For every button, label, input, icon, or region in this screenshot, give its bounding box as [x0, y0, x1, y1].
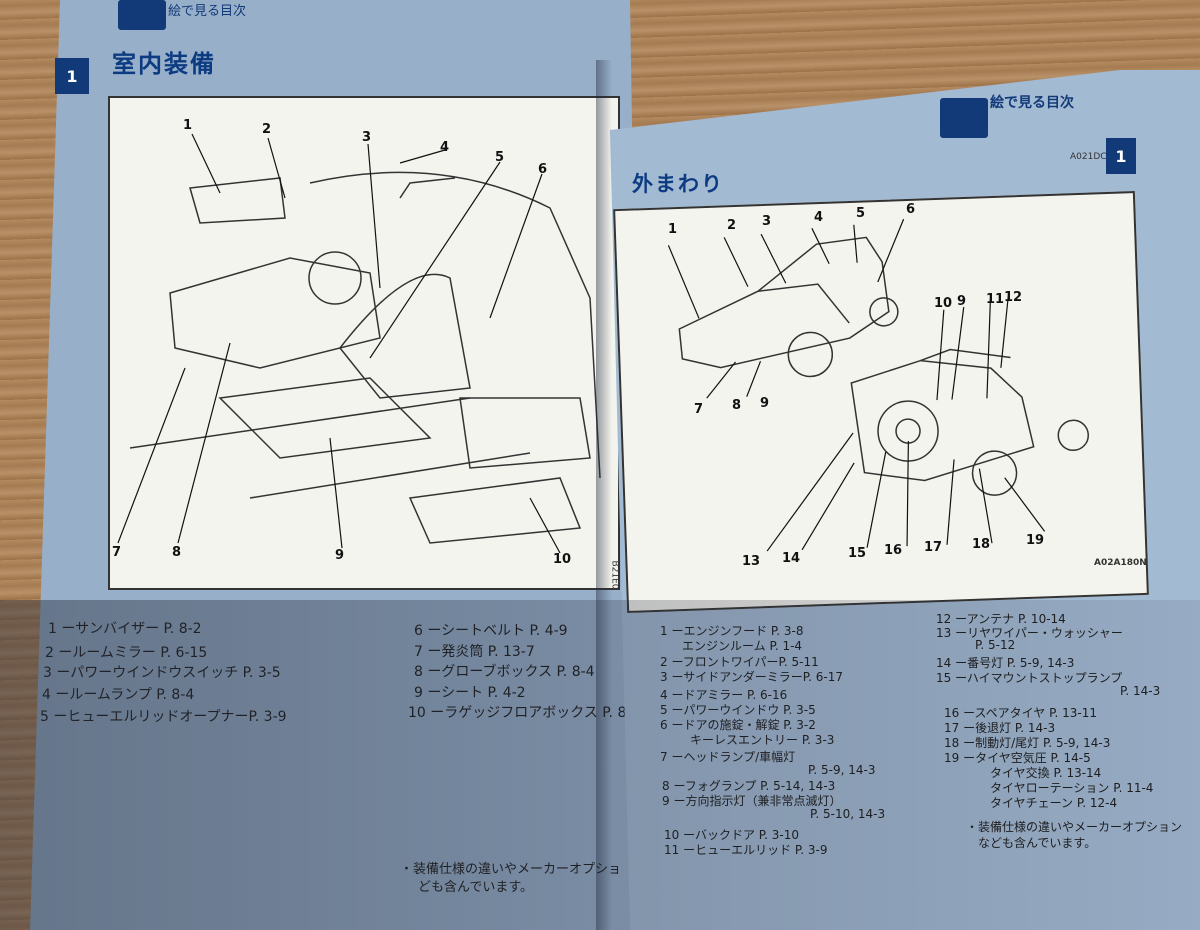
exterior-callout: 3 — [762, 214, 772, 229]
exterior-legend-item: タイヤローテーション P. 11-4 — [990, 781, 1154, 795]
interior-legend-item: 3 ーパワーウインドウスイッチ P. 3-5 — [43, 665, 281, 681]
exterior-legend-item: 8 ーフォグランプ P. 5-14, 14-3 — [662, 779, 836, 793]
exterior-callout: 12 — [1004, 290, 1023, 305]
interior-callout: 8 — [172, 545, 182, 560]
exterior-legend-item: 13 ーリヤワイパー・ウォッシャー — [936, 626, 1123, 640]
exterior-legend-item: タイヤ交換 P. 13-14 — [990, 766, 1102, 780]
book-binding-shadow — [596, 60, 612, 930]
exterior-legend-item: 9 ー方向指示灯（兼非常点滅灯） — [662, 794, 842, 808]
exterior-callout: 15 — [848, 546, 867, 561]
right-header-label: 絵で見る目次 — [990, 95, 1074, 111]
interior-illustration — [117, 133, 601, 554]
exterior-legend-item: 19 ータイヤ空気圧 P. 14-5 — [944, 751, 1091, 765]
interior-legend-item: 9 ーシート P. 4-2 — [414, 685, 526, 701]
exterior-legend-item: 17 ー後退灯 P. 14-3 — [944, 721, 1056, 735]
interior-diagram — [108, 96, 620, 590]
book-icon — [118, 0, 166, 30]
exterior-legend-item: 5 ーパワーウインドウ P. 3-5 — [660, 703, 816, 717]
exterior-legend-item: P. 14-3 — [1120, 684, 1161, 698]
interior-legend-item: 10 ーラゲッジフロアボックス P. 8-5 — [408, 705, 641, 721]
exterior-callout: 11 — [986, 292, 1005, 307]
exterior-legend-item: 7 ーヘッドランプ/車幅灯 — [660, 750, 796, 764]
exterior-callout: 13 — [742, 554, 761, 569]
interior-legend-item: 4 ールームランプ P. 8-4 — [42, 687, 195, 703]
exterior-callout: 17 — [924, 540, 943, 555]
exterior-legend-item: タイヤチェーン P. 12-4 — [990, 796, 1118, 810]
left-page-title: 室内装備 — [112, 50, 216, 78]
exterior-legend-item: 6 ードアの施錠・解錠 P. 3-2 — [660, 718, 816, 732]
exterior-legend-item: 3 ーサイドアンダーミラーP. 6-17 — [660, 670, 843, 684]
exterior-legend-item: 18 ー制動灯/尾灯 P. 5-9, 14-3 — [944, 736, 1111, 750]
exterior-legend-item: エンジンルーム P. 1-4 — [682, 639, 803, 653]
exterior-legend-item: 2 ーフロントワイパーP. 5-11 — [660, 655, 819, 669]
exterior-callout: 5 — [856, 206, 866, 221]
exterior-legend-item: P. 5-12 — [975, 638, 1016, 652]
interior-legend-item: 6 ーシートベルト P. 4-9 — [414, 623, 568, 639]
exterior-legend-item: 14 ー番号灯 P. 5-9, 14-3 — [936, 656, 1075, 670]
exterior-callout: 6 — [906, 202, 916, 217]
exterior-legend-item: 1 ーエンジンフード P. 3-8 — [660, 624, 804, 638]
exterior-legend-item: 15 ーハイマウントストップランプ — [936, 671, 1123, 685]
interior-legend-item: 8 ーグローブボックス P. 8-4 — [414, 664, 595, 680]
interior-callout: 5 — [495, 150, 505, 165]
exterior-callout: 4 — [814, 210, 824, 225]
exterior-illustration — [667, 218, 1090, 552]
exterior-callout: 16 — [884, 543, 903, 558]
interior-callout: 7 — [112, 545, 122, 560]
interior-callout: 1 — [183, 118, 193, 133]
left-section-number: 1 — [55, 58, 89, 94]
interior-callout: 6 — [538, 162, 548, 177]
interior-callout: 4 — [440, 140, 450, 155]
exterior-callout: 2 — [727, 218, 737, 233]
exterior-note-line: ・装備仕様の違いやメーカーオプション — [966, 820, 1183, 834]
exterior-callout: 7 — [694, 402, 704, 417]
exterior-callout: 1 — [668, 222, 678, 237]
exterior-legend-item: 16 ースペアタイヤ P. 13-11 — [944, 706, 1097, 720]
interior-callout: 10 — [553, 552, 572, 567]
interior-note-line: ども含んでいます。 — [418, 880, 534, 895]
exterior-callout: 9 — [957, 294, 967, 309]
interior-legend-item: 5 ーヒューエルリッドオープナーP. 3-9 — [40, 709, 287, 725]
interior-legend-item: 7 ー発炎筒 P. 13-7 — [414, 644, 535, 660]
exterior-legend-item: キーレスエントリー P. 3-3 — [690, 733, 835, 747]
exterior-callout: 14 — [782, 551, 801, 566]
interior-callout: 3 — [362, 130, 372, 145]
interior-legend-item: 2 ールームミラー P. 6-15 — [45, 645, 208, 661]
exterior-callout: 10 — [934, 296, 953, 311]
exterior-callout: 8 — [732, 398, 742, 413]
exterior-diagram-code: A02A180N — [1094, 558, 1147, 568]
right-page-title: 外まわり — [632, 172, 724, 196]
interior-callout: 9 — [335, 548, 345, 563]
exterior-diagram — [613, 191, 1149, 613]
exterior-legend-item: 12 ーアンテナ P. 10-14 — [936, 612, 1066, 626]
exterior-callout: 18 — [972, 537, 991, 552]
right-section-number: 1 — [1106, 138, 1136, 174]
right-page-code: A021DCU — [1070, 152, 1114, 162]
book-icon — [940, 98, 988, 138]
exterior-legend-item: P. 5-10, 14-3 — [810, 807, 886, 821]
exterior-legend-item: P. 5-9, 14-3 — [808, 763, 876, 777]
interior-note-line: ・装備仕様の違いやメーカーオプショ — [400, 862, 622, 877]
exterior-legend-item: 11 ーヒューエルリッド P. 3-9 — [664, 843, 828, 857]
exterior-callout: 19 — [1026, 533, 1045, 548]
interior-callout: 2 — [262, 122, 272, 137]
interior-legend-item: 1 ーサンバイザー P. 8-2 — [48, 621, 202, 637]
exterior-legend-item: 4 ードアミラー P. 6-16 — [660, 688, 788, 702]
exterior-note-line: なども含んでいます。 — [978, 836, 1097, 850]
exterior-callout: 9 — [760, 396, 770, 411]
left-header-label: 絵で見る目次 — [168, 4, 247, 19]
exterior-legend-item: 10 ーバックドア P. 3-10 — [664, 828, 800, 842]
